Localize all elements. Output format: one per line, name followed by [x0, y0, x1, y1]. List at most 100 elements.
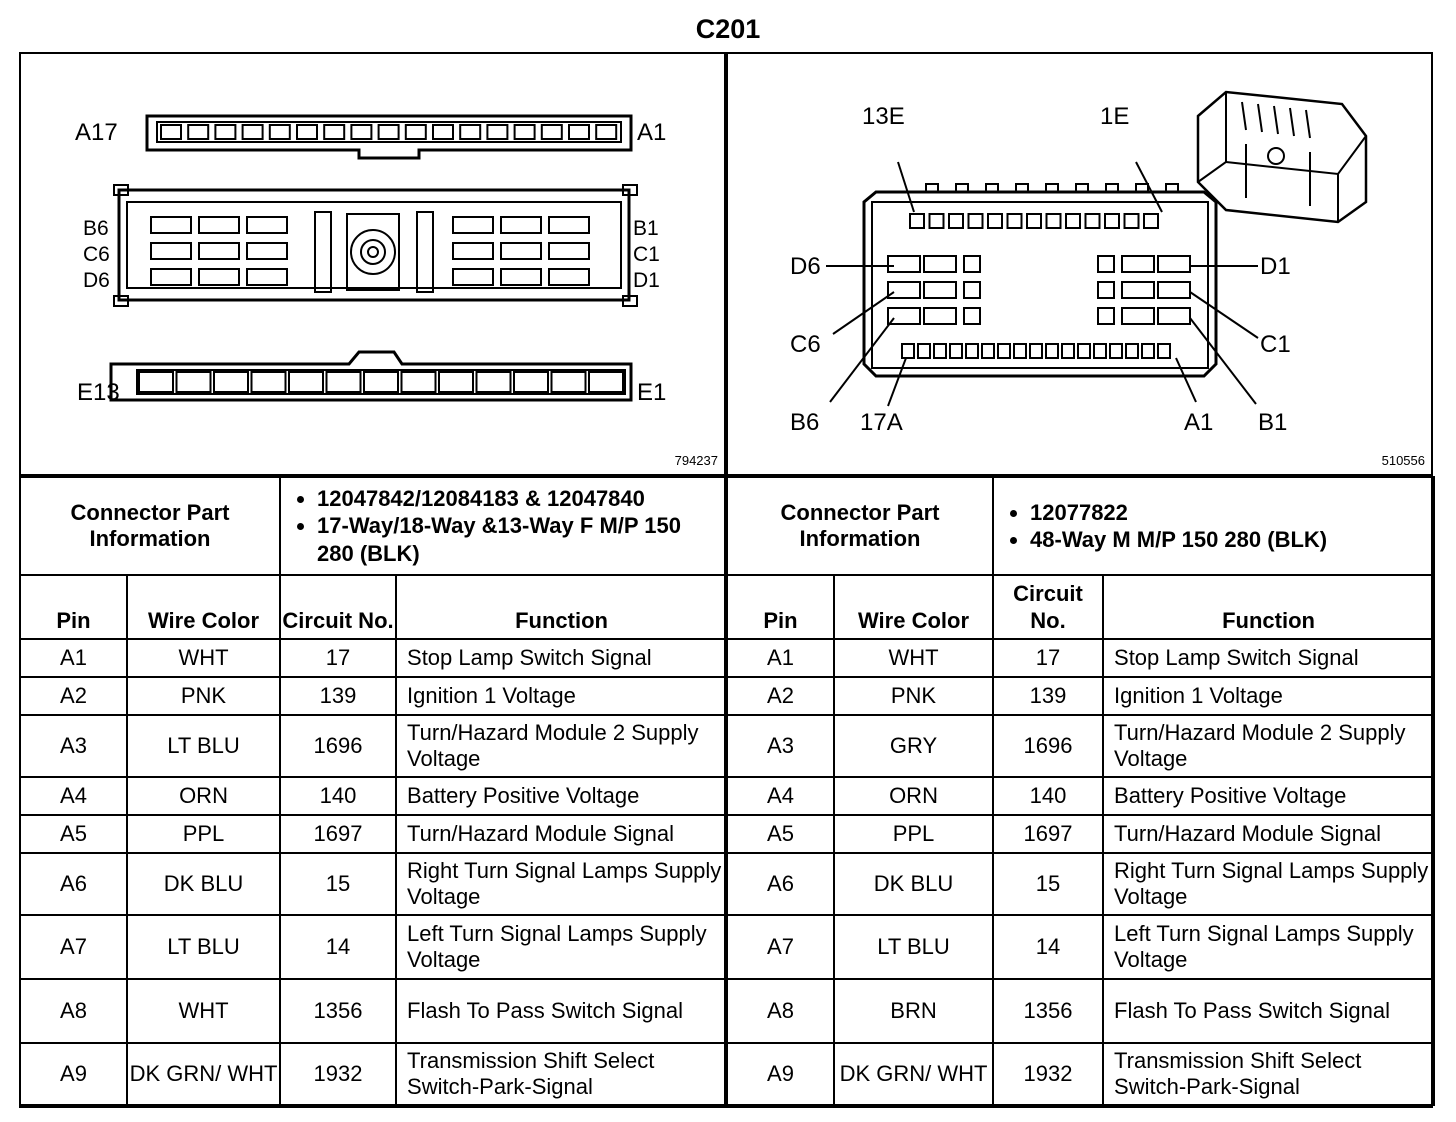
wire-color-cell: DK BLU: [125, 852, 282, 916]
circuit-cell: 17: [279, 638, 398, 678]
connector-cavity: [1157, 255, 1191, 273]
connector-cavity: [568, 124, 590, 140]
connector-cavity: [1097, 281, 1115, 299]
function-cell: Stop Lamp Switch Signal: [1102, 638, 1436, 678]
function-cell: Turn/Hazard Module 2 Supply Voltage: [395, 714, 729, 778]
connector-cavity: [150, 242, 192, 260]
connector-cavity: [1065, 213, 1081, 229]
wire-color-cell: WHT: [832, 638, 995, 678]
right-connector-diagram: 13E 1E D6 C6 B6 17A D1 C1 A1 B1 510556: [726, 52, 1433, 476]
label-d1: D1: [1260, 253, 1291, 280]
circuit-cell: 1932: [992, 1042, 1105, 1106]
left-connector-panel: A17 A1 B6 C6 D6 B1 C1 D1 E13 E1 794237 C…: [18, 52, 729, 1108]
label-b6: B6: [790, 409, 819, 436]
connector-cavity: [949, 343, 963, 359]
connector-cavity: [150, 268, 192, 286]
connector-cavity: [1061, 343, 1075, 359]
connector-info-label: Connector Part Information: [725, 476, 995, 576]
label-a1: A1: [1184, 409, 1213, 436]
table-header-row: Pin Wire Color Circuit No. Function: [19, 574, 729, 640]
function-cell: Transmission Shift Select Switch-Park-Si…: [395, 1042, 729, 1106]
label-17a: 17A: [860, 409, 903, 436]
connector-cavity: [198, 216, 240, 234]
wire-color-cell: WHT: [125, 978, 282, 1044]
connector-cavity: [595, 124, 618, 140]
connector-info-item: 17-Way/18-Way &13-Way F M/P 150 280 (BLK…: [317, 512, 720, 567]
wire-color-cell: PPL: [125, 814, 282, 854]
connector-cavity: [475, 371, 512, 393]
connector-cavity: [987, 213, 1003, 229]
connector-cavity: [1123, 213, 1140, 229]
connector-info-item: 12047842/12084183 & 12047840: [317, 485, 720, 513]
connector-cavity: [588, 371, 624, 393]
wire-color-cell: DK BLU: [832, 852, 995, 916]
pin-cell: A5: [19, 814, 128, 854]
connector-cavity: [296, 124, 318, 140]
connector-cavity: [325, 371, 362, 393]
wire-color-cell: ORN: [832, 776, 995, 816]
connector-cavity: [1135, 183, 1149, 193]
wire-color-cell: PNK: [832, 676, 995, 716]
label-b1: B1: [1258, 409, 1287, 436]
pin-cell: A6: [726, 852, 835, 916]
connector-cavity: [1029, 343, 1043, 359]
connector-cavity: [363, 371, 399, 393]
pin-cell: A1: [19, 638, 128, 678]
function-cell: Right Turn Signal Lamps Supply Voltage: [1102, 852, 1436, 916]
connector-cavity: [1157, 307, 1191, 325]
function-cell: Turn/Hazard Module Signal: [1102, 814, 1436, 854]
connector-cavity: [246, 268, 288, 286]
label-b1: B1: [633, 217, 659, 240]
connector-cavity: [288, 371, 324, 393]
connector-cavity: [1121, 255, 1155, 273]
circuit-cell: 1356: [992, 978, 1105, 1044]
connector-cavity: [187, 124, 210, 140]
right-connector-drawing: 13E 1E D6 C6 B6 17A D1 C1 A1 B1: [790, 90, 1368, 436]
pin-cell: A8: [726, 978, 835, 1044]
connector-cavity: [500, 268, 542, 286]
connector-cavity: [241, 124, 264, 140]
label-a1: A1: [637, 119, 666, 146]
function-cell: Ignition 1 Voltage: [395, 676, 729, 716]
pin-cell: A4: [19, 776, 128, 816]
header-wire-color: Wire Color: [832, 574, 995, 640]
circuit-cell: 14: [992, 914, 1105, 980]
pin-cell: A3: [19, 714, 128, 778]
connector-cavity: [923, 307, 957, 325]
header-wire-color: Wire Color: [125, 574, 282, 640]
label-13e: 13E: [862, 103, 905, 130]
connector-cavity: [400, 371, 437, 393]
connector-cavity: [925, 183, 939, 193]
circuit-cell: 139: [279, 676, 398, 716]
page-title: C201: [695, 14, 761, 44]
connector-cavity: [548, 242, 590, 260]
connector-cavity: [917, 343, 931, 359]
connector-cavity: [486, 124, 509, 140]
connector-cavity: [923, 281, 957, 299]
connector-cavity: [513, 124, 536, 140]
circuit-cell: 1932: [279, 1042, 398, 1106]
label-a17: A17: [75, 119, 118, 146]
figure-number: 510556: [1381, 453, 1425, 468]
connector-cavity: [887, 307, 921, 325]
label-d6: D6: [83, 269, 110, 292]
circuit-cell: 14: [279, 914, 398, 980]
connector-cavity: [1104, 213, 1120, 229]
connector-cavity: [404, 124, 427, 140]
label-c6: C6: [83, 243, 110, 266]
connector-cavity: [452, 268, 494, 286]
connector-cavity: [955, 183, 969, 193]
pin-cell: A7: [726, 914, 835, 980]
connector-cavity: [948, 213, 964, 229]
connector-cavity: [1121, 281, 1155, 299]
function-cell: Stop Lamp Switch Signal: [395, 638, 729, 678]
connector-cavity: [350, 124, 373, 140]
connector-cavity: [150, 216, 192, 234]
